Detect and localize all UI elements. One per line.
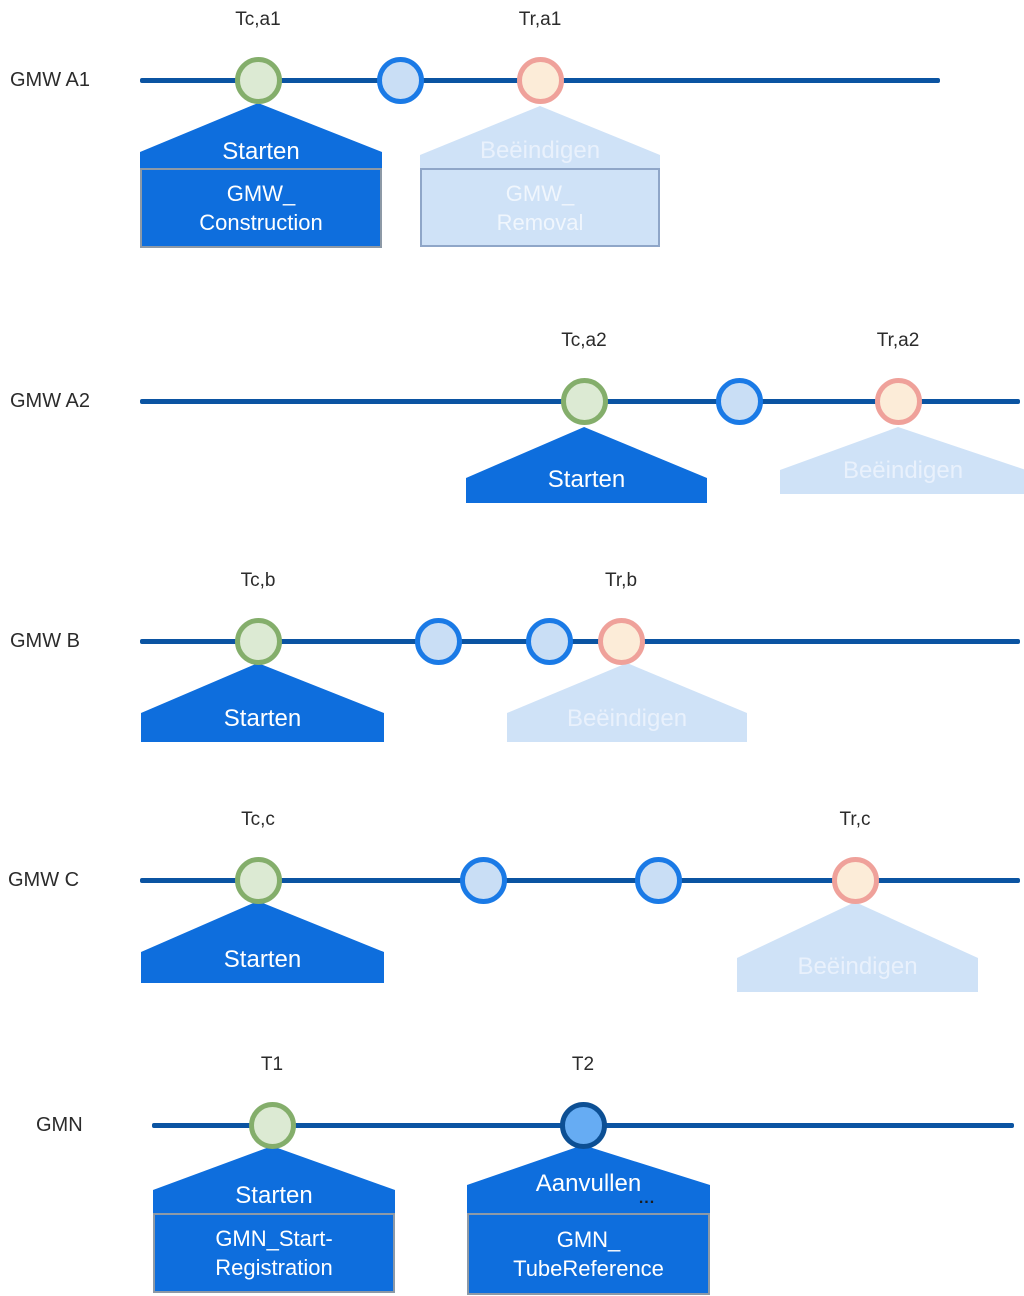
event-marker-blue xyxy=(415,618,462,665)
event-marker-salmon xyxy=(517,57,564,104)
row-label-gmn: GMN xyxy=(36,1114,83,1136)
callout-box-line: TubeReference xyxy=(513,1256,664,1281)
callout-active-roof: Starten xyxy=(141,901,384,983)
time-label: Tr,b xyxy=(604,570,638,591)
callout-box-line: GMN_Start- xyxy=(215,1226,333,1251)
callout-box: GMN_ TubeReference xyxy=(467,1213,710,1295)
callout-box-line: Construction xyxy=(199,210,323,235)
timeline-gmw-b xyxy=(140,639,1020,644)
ellipsis-note: ... xyxy=(638,1190,656,1207)
event-marker-salmon xyxy=(832,857,879,904)
callout-box-line: GMN_ xyxy=(556,1227,621,1252)
event-marker-salmon xyxy=(598,618,645,665)
callout-title: Beëindigen xyxy=(797,953,918,980)
callout-active-roof: Starten xyxy=(140,103,382,168)
time-label: T2 xyxy=(571,1054,595,1075)
callout-title: Beëindigen xyxy=(566,705,688,732)
event-marker-salmon xyxy=(875,378,922,425)
callout-box-line: GMW_ xyxy=(226,181,296,206)
time-label: Tc,a1 xyxy=(235,9,281,30)
event-marker-blue xyxy=(377,57,424,104)
time-label: Tr,a2 xyxy=(876,330,920,351)
event-marker-green xyxy=(249,1102,296,1149)
row-label-gmw-a1: GMW A1 xyxy=(10,69,91,91)
callout-title: Aanvullen xyxy=(535,1170,642,1197)
time-label: Tr,c xyxy=(839,809,871,830)
time-label: Tc,c xyxy=(241,809,275,830)
event-marker-blue xyxy=(635,857,682,904)
callout-inactive-roof: Beëindigen xyxy=(420,106,660,168)
callout-active-roof: Aanvullen xyxy=(467,1145,710,1213)
callout-title: Starten xyxy=(223,705,302,732)
callout-title: Beëindigen xyxy=(842,457,964,484)
event-marker-blue-dark xyxy=(560,1102,607,1149)
callout-active-roof: Starten xyxy=(141,663,384,742)
callout-active-roof: Starten xyxy=(153,1146,395,1213)
event-marker-green xyxy=(235,618,282,665)
callout-inactive-roof: Beëindigen xyxy=(737,902,978,992)
row-label-gmw-a2: GMW A2 xyxy=(10,390,91,412)
row-label-gmw-b: GMW B xyxy=(10,630,80,652)
callout-title: Starten xyxy=(222,138,300,165)
row-label-gmw-c: GMW C xyxy=(8,869,80,891)
callout-box: GMW_ Construction xyxy=(140,168,382,248)
event-marker-green xyxy=(235,857,282,904)
timeline-gmw-c xyxy=(140,878,1020,883)
time-label: T1 xyxy=(260,1054,284,1075)
time-label: Tc,b xyxy=(240,570,276,591)
time-label: Tr,a1 xyxy=(518,9,562,30)
callout-title: Beëindigen xyxy=(479,137,601,164)
time-label: Tc,a2 xyxy=(561,330,607,351)
callout-box-line: Registration xyxy=(215,1255,333,1280)
callout-box: GMN_Start- Registration xyxy=(153,1213,395,1293)
event-marker-green xyxy=(235,57,282,104)
callout-title: Starten xyxy=(223,946,302,973)
callout-inactive-roof: Beëindigen xyxy=(780,427,1024,494)
callout-box: GMW_ Removal xyxy=(420,168,660,247)
callout-inactive-roof: Beëindigen xyxy=(507,663,747,742)
callout-box-line: GMW_ xyxy=(505,180,575,206)
event-marker-blue xyxy=(716,378,763,425)
event-marker-green xyxy=(561,378,608,425)
callout-title: Starten xyxy=(235,1182,313,1209)
event-marker-blue xyxy=(460,857,507,904)
event-marker-blue xyxy=(526,618,573,665)
callout-title: Starten xyxy=(547,466,626,493)
callout-active-roof: Starten xyxy=(466,427,707,503)
callout-box-line: Removal xyxy=(496,209,584,235)
